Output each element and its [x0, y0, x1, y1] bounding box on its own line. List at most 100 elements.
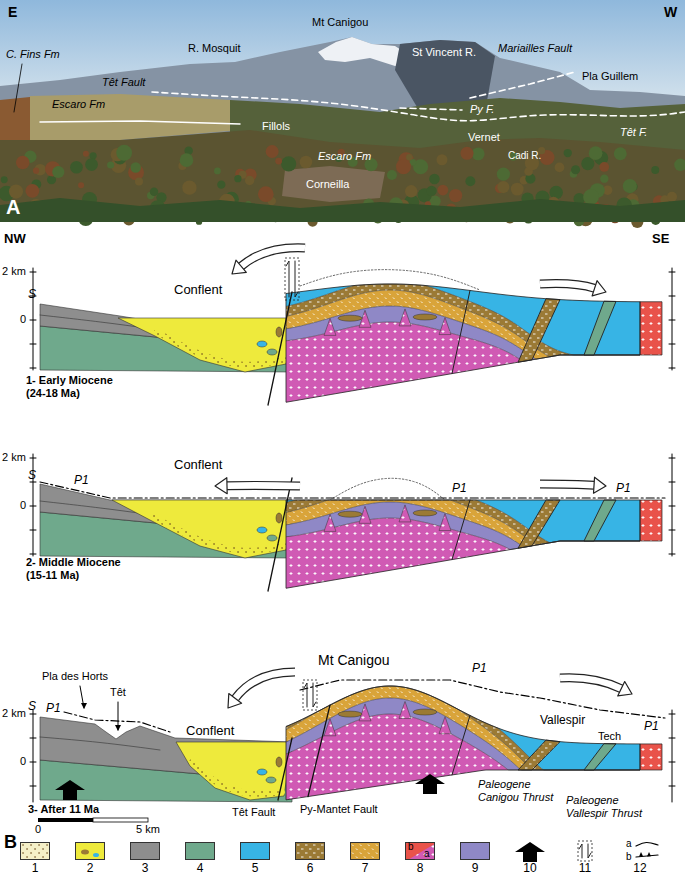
leader-line [14, 64, 22, 112]
scale-bar [93, 818, 148, 822]
pluton [399, 701, 411, 718]
scale-bar [33, 710, 34, 802]
thrust-tooth [647, 852, 651, 857]
thrust-slice [518, 500, 560, 548]
cross-section [30, 248, 675, 405]
tree [83, 151, 89, 157]
cross-section [30, 454, 675, 591]
panel-letter: B [4, 832, 17, 853]
scale-label: 0 [35, 823, 41, 836]
granite [640, 744, 662, 770]
legend-number: 8 [405, 862, 435, 876]
swatch-pattern [76, 843, 105, 860]
motion-arrow [560, 678, 621, 689]
legend-number: 11 [570, 862, 600, 876]
scale-label: 5 km [136, 823, 160, 836]
lens [413, 510, 437, 516]
valley-name: Vallespir [540, 714, 585, 728]
scale-tick [669, 738, 675, 739]
tree [180, 153, 194, 167]
basin-name: Conflent [174, 458, 222, 473]
legend-number: 9 [460, 862, 490, 876]
scale-tick [30, 368, 36, 369]
fault-name: Py F. [470, 103, 494, 116]
arrow-head [228, 694, 242, 708]
tree [651, 166, 659, 174]
swatch-pattern [131, 843, 160, 860]
motion-arrow [227, 482, 300, 489]
tree [258, 186, 274, 202]
legend-swatch [75, 842, 105, 860]
thrust-slice [584, 744, 616, 770]
swatch-pattern [21, 843, 50, 860]
thrust-name: Paleogene Vallespir Thrust [566, 794, 651, 819]
tree [614, 147, 627, 160]
block-outline [286, 284, 640, 402]
place-name: Pla des Horts [42, 670, 108, 683]
village-name: Fillols [262, 120, 290, 133]
stage-title: 1- Early Miocene (24-18 Ma) [26, 374, 131, 399]
legend-line [636, 842, 658, 846]
pluton [439, 717, 451, 734]
tree [1, 176, 8, 183]
legend-number: 6 [295, 862, 325, 876]
fault-symbol [295, 261, 298, 297]
village [282, 166, 385, 202]
basin-name: Conflent [186, 724, 234, 739]
legend-sublabel: a [626, 838, 632, 850]
motion-arrow [540, 484, 594, 485]
motion-arrow [235, 672, 295, 698]
surface-label: P1 [616, 482, 631, 496]
scale-tick [669, 714, 675, 715]
thrust-slice [518, 740, 560, 770]
contact-line [286, 686, 640, 770]
uplift-arrow [55, 780, 85, 800]
lens [257, 769, 267, 775]
legend-number: 5 [240, 862, 270, 876]
panel-letter: A [6, 196, 20, 219]
motion-arrow [540, 484, 594, 485]
village-name: Corneilla [306, 178, 349, 191]
direction: NW [4, 232, 26, 247]
tree [182, 181, 196, 195]
stage-title: 2- Middle Miocene (15-11 Ma) [26, 556, 136, 581]
contact-line [286, 714, 640, 770]
erosion-surface [64, 712, 170, 732]
scale-bar [38, 818, 93, 822]
tree [387, 170, 397, 180]
scale-tick [669, 296, 675, 297]
tree [589, 146, 603, 160]
scale-bar [672, 710, 673, 802]
foreground [0, 130, 685, 222]
contact-line [286, 686, 640, 770]
fault-symbol [303, 680, 317, 710]
motion-arrow [241, 248, 305, 266]
tree [116, 145, 132, 161]
formation-name: C. Fins Fm [6, 48, 60, 61]
contact-line [286, 698, 640, 770]
tree [436, 154, 447, 165]
fault-line [278, 738, 292, 800]
scale-tick [30, 272, 36, 273]
tree [78, 182, 84, 188]
tree [465, 176, 475, 186]
conglomerate [152, 516, 284, 551]
tree [667, 192, 677, 202]
fault-name: Têt F. [620, 126, 647, 139]
swatch-pattern [351, 843, 380, 860]
river-name: Têt [110, 686, 126, 699]
surface-label: P1 [452, 482, 467, 496]
basin-name: Conflent [174, 283, 222, 298]
swatch-pattern [241, 843, 270, 860]
tree [555, 163, 565, 173]
surface-label: P1 [46, 702, 61, 716]
direction: W [664, 4, 677, 20]
tree [281, 156, 296, 171]
thrust-slice [584, 500, 616, 541]
motion-arrow [235, 672, 295, 698]
trees [0, 198, 685, 222]
formation-name: Escaro Fm [318, 150, 371, 163]
fault-line [470, 72, 575, 98]
lens [338, 315, 362, 321]
scale-tick [30, 506, 36, 507]
